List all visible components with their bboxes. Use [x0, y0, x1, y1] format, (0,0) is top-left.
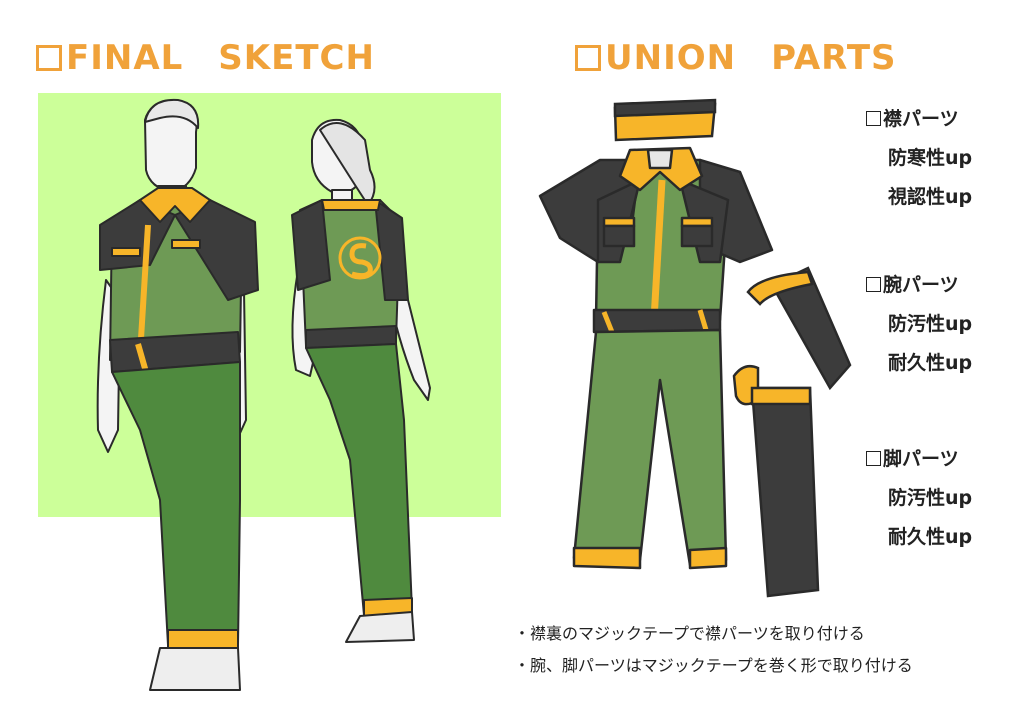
back-figure-illustration: [291, 118, 431, 643]
front-figure-illustration: [96, 98, 259, 691]
union-parts-heading-text: UNION PARTS: [605, 38, 897, 78]
collar-part-title: 襟パーツ: [866, 108, 959, 130]
arm-part-spec: 腕パーツ 防汚性up 耐久性up: [866, 266, 972, 383]
arm-part-attribute: 防汚性up: [888, 313, 973, 335]
collar-part-attribute: 防寒性up: [888, 147, 973, 169]
leg-part-illustration: [732, 365, 820, 598]
leg-part-attribute: 防汚性up: [888, 487, 973, 509]
union-parts-heading: UNION PARTS: [575, 30, 897, 79]
final-sketch-heading-text: FINAL SKETCH: [66, 38, 375, 78]
collar-part-illustration: [613, 98, 717, 142]
collar-part-spec: 襟パーツ 防寒性up 視認性up: [866, 100, 972, 217]
leg-part-spec: 脚パーツ 防汚性up 耐久性up: [866, 440, 972, 557]
checkbox-icon: [866, 111, 881, 126]
collar-part-attribute: 視認性up: [888, 186, 973, 208]
checkbox-icon: [866, 277, 881, 292]
arm-part-attribute: 耐久性up: [888, 352, 973, 374]
leg-part-attribute: 耐久性up: [888, 526, 973, 548]
checkbox-icon: [36, 45, 62, 71]
checkbox-icon: [866, 451, 881, 466]
arm-part-illustration: [746, 266, 852, 391]
attachment-notes: 襟裏のマジックテープで襟パーツを取り付ける 腕、脚パーツはマジックテープを巻く形…: [514, 618, 913, 682]
note-item: 襟裏のマジックテープで襟パーツを取り付ける: [514, 618, 913, 650]
leg-part-title: 脚パーツ: [866, 448, 959, 470]
final-sketch-heading: FINAL SKETCH: [36, 30, 375, 79]
coverall-illustration: [538, 146, 774, 570]
note-item: 腕、脚パーツはマジックテープを巻く形で取り付ける: [514, 650, 913, 682]
checkbox-icon: [575, 45, 601, 71]
arm-part-title: 腕パーツ: [866, 274, 959, 296]
